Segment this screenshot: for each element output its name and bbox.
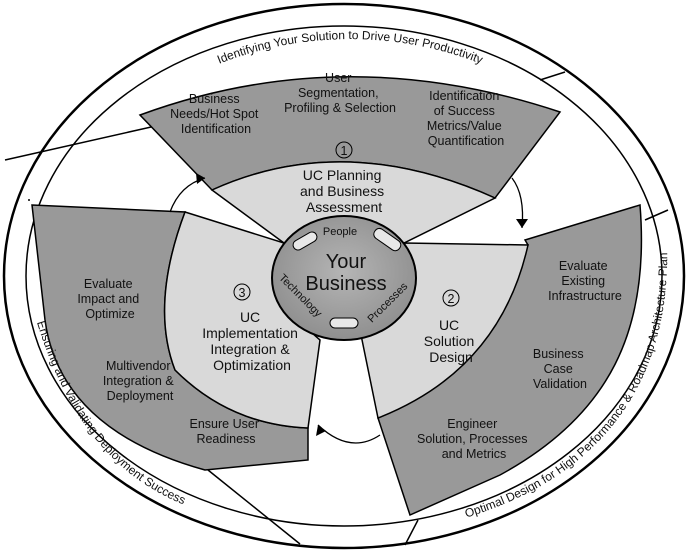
- core-label-people: People: [323, 226, 357, 238]
- ring-divider: [4, 124, 161, 161]
- core-title-line2: Business: [305, 273, 386, 295]
- arrowhead-icon: [196, 173, 528, 436]
- phase3-activity-2: Multivendor Integration & Deployment: [103, 359, 177, 403]
- phase1-activity-1: Business Needs/Hot Spot Identification: [170, 92, 262, 136]
- phase3-number-icon: 3: [233, 283, 251, 301]
- ring-divider: [207, 469, 301, 545]
- phase1-number-icon: 1: [335, 141, 353, 159]
- svg-text:2: 2: [448, 292, 455, 306]
- ring-divider: [644, 209, 669, 221]
- phase1-title: UC Planning and Business Assessment: [300, 167, 388, 215]
- ring-divider: [539, 71, 566, 81]
- core-circle: [271, 215, 417, 341]
- core-title-line1: Your: [326, 251, 367, 273]
- phase2-number-icon: 2: [442, 289, 460, 307]
- phase2-activity-3: Engineer Solution, Processes and Metrics: [417, 417, 531, 461]
- phase3-activity-1: Evaluate Impact and Optimize: [77, 277, 142, 321]
- svg-text:3: 3: [239, 286, 246, 300]
- phase3-title: UC Implementation Integration & Optimiza…: [202, 309, 302, 373]
- ring-divider: [404, 519, 419, 546]
- phase2-activity-1: Evaluate Existing Infrastructure: [548, 259, 622, 303]
- phase1-activity-2: User Segmentation, Profiling & Selection: [284, 71, 396, 115]
- phase3-activity-3: Ensure User Readiness: [190, 417, 263, 446]
- phase2-activity-2: Business Case Validation: [533, 347, 587, 391]
- phase2-title: UC Solution Design: [424, 317, 478, 365]
- phase1-activity-3: Identification of Success Metrics/Value …: [427, 89, 505, 148]
- svg-text:1: 1: [341, 144, 348, 158]
- core-connector-icon: [292, 227, 402, 329]
